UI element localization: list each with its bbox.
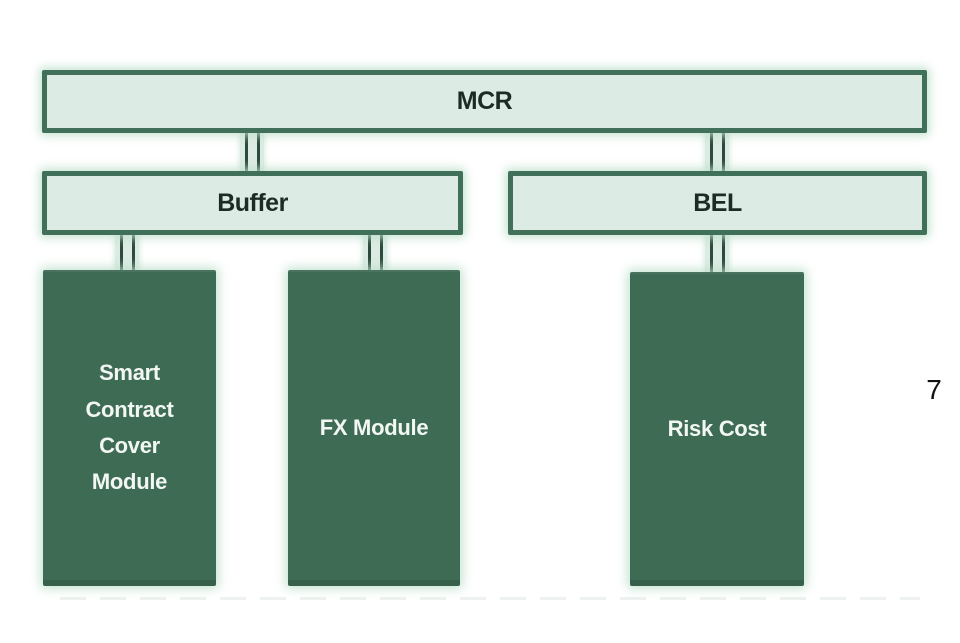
connector-bel-risk: [705, 235, 729, 272]
faint-divider-line: [60, 597, 920, 600]
node-mcr: MCR: [42, 70, 927, 133]
node-risk-cost-label: Risk Cost: [667, 415, 767, 441]
node-buffer-label: Buffer: [217, 188, 288, 217]
node-bel-label: BEL: [693, 188, 742, 217]
connector-mcr-bel: [705, 133, 729, 171]
node-risk-cost: Risk Cost: [630, 272, 804, 586]
node-fx-module-label: FX Module: [319, 414, 429, 440]
node-mcr-label: MCR: [456, 87, 513, 115]
connector-line: [244, 133, 248, 171]
connector-line: [721, 133, 725, 171]
connector-buffer-fx: [363, 235, 387, 270]
connector-line: [709, 133, 713, 171]
connector-line: [367, 235, 371, 270]
connector-line: [119, 235, 123, 270]
node-smart-contract-cover-module-label: Smart Contract Cover Module: [85, 360, 174, 495]
connector-mcr-buffer: [240, 133, 264, 171]
node-fx-module: FX Module: [288, 270, 460, 586]
node-smart-contract-cover-module: Smart Contract Cover Module: [43, 270, 216, 586]
node-buffer: Buffer: [42, 171, 463, 235]
connector-line: [709, 235, 713, 272]
page-number: 7: [926, 374, 942, 405]
connector-line: [721, 235, 725, 272]
connector-line: [379, 235, 383, 270]
connector-line: [256, 133, 260, 171]
connector-buffer-smart-contract: [115, 235, 139, 270]
connector-line: [131, 235, 135, 270]
node-bel: BEL: [508, 171, 927, 235]
